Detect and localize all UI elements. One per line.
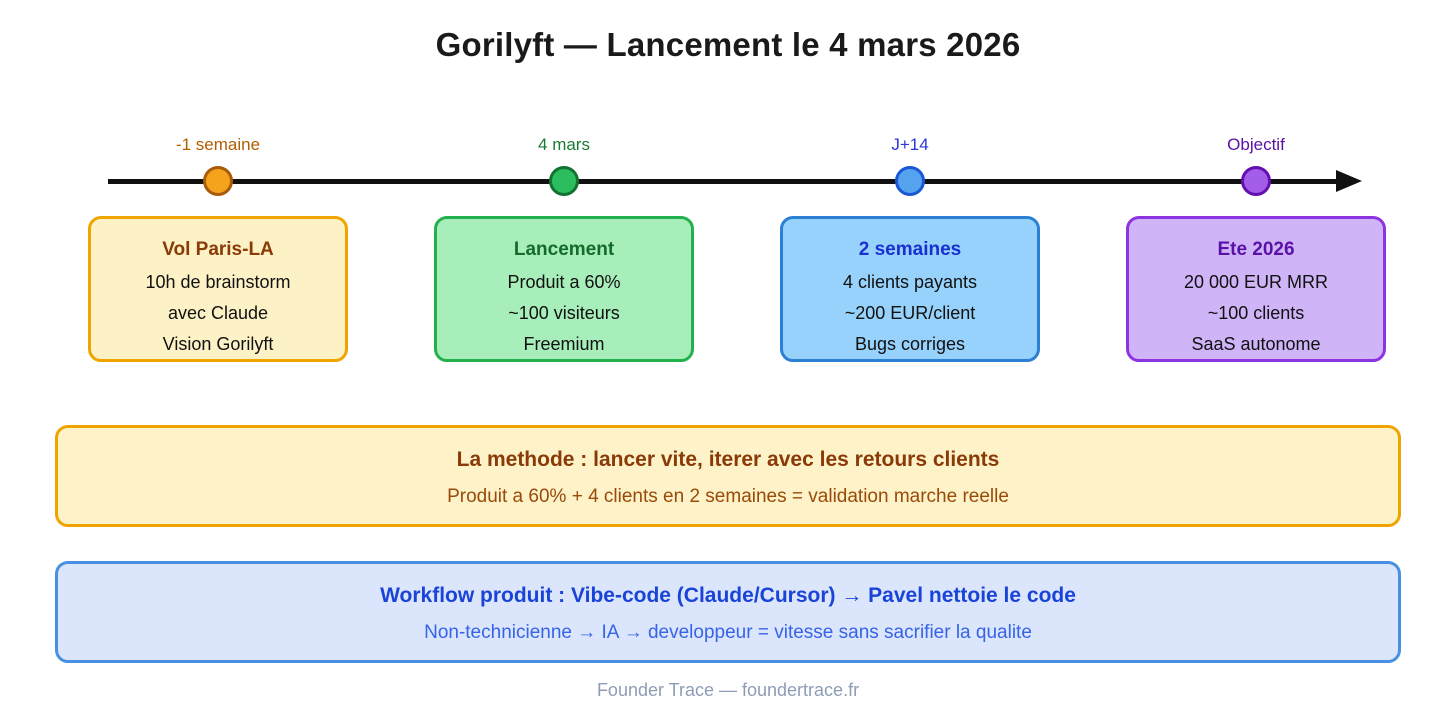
method-banner-title: La methode : lancer vite, iterer avec le… [456, 448, 1000, 471]
phase-card-line: Freemium [523, 334, 605, 354]
method-banner: La methode : lancer vite, iterer avec le… [55, 425, 1401, 527]
phase-card-line: 4 clients payants [842, 272, 978, 292]
workflow-banner-title: Workflow produit : Vibe-code (Claude/Cur… [380, 584, 1076, 607]
milestone-dot-icon [895, 166, 925, 196]
phase-card-line: 20 000 EUR MRR [1183, 272, 1329, 292]
milestone-label: 4 mars [538, 135, 590, 154]
footer-attribution: Founder Trace — foundertrace.fr [596, 680, 860, 700]
timeline-milestone: Objectif [1146, 135, 1366, 196]
phase-card: 2 semaines 4 clients payants ~200 EUR/clie… [780, 216, 1040, 362]
workflow-banner: Workflow produit : Vibe-code (Claude/Cur… [55, 561, 1401, 663]
timeline-milestone: J+14 [800, 135, 1020, 196]
timeline-milestone: 4 mars [454, 135, 674, 196]
timeline-axis-line [108, 179, 1354, 184]
phase-card-line: Bugs corriges [854, 334, 966, 354]
phase-card-title: 2 semaines [858, 239, 962, 260]
phase-card-line: avec Claude [167, 303, 269, 323]
phase-card-title: Ete 2026 [1217, 239, 1295, 260]
milestone-label: -1 semaine [175, 135, 261, 154]
phase-card-title: Vol Paris-LA [162, 239, 274, 260]
milestone-dot-icon [203, 166, 233, 196]
phase-card-title: Lancement [513, 239, 615, 260]
workflow-banner-subtitle: Non-technicienne → IA → developpeur = vi… [424, 622, 1032, 643]
phase-card-line: SaaS autonome [1191, 334, 1321, 354]
milestone-dot-icon [549, 166, 579, 196]
milestone-dot-icon [1241, 166, 1271, 196]
milestone-label: Objectif [1227, 135, 1285, 154]
phase-card-line: 10h de brainstorm [145, 272, 291, 292]
timeline [0, 135, 1456, 210]
phase-card-line: ~200 EUR/client [844, 303, 976, 323]
phase-card: Vol Paris-LA 10h de brainstorm avec Claude… [88, 216, 348, 362]
milestone-label: J+14 [891, 135, 929, 154]
phase-card-line: Vision Gorilyft [162, 334, 274, 354]
timeline-milestone: -1 semaine [108, 135, 328, 196]
page-title: Gorilyft — Lancement le 4 mars 2026 [435, 26, 1021, 63]
method-banner-subtitle: Produit a 60% + 4 clients en 2 semaines … [447, 486, 1009, 507]
phase-card-line: ~100 clients [1207, 303, 1305, 323]
phase-card-line: ~100 visiteurs [508, 303, 620, 323]
phase-card-line: Produit a 60% [507, 272, 621, 292]
timeline-arrow-icon [1336, 170, 1362, 192]
